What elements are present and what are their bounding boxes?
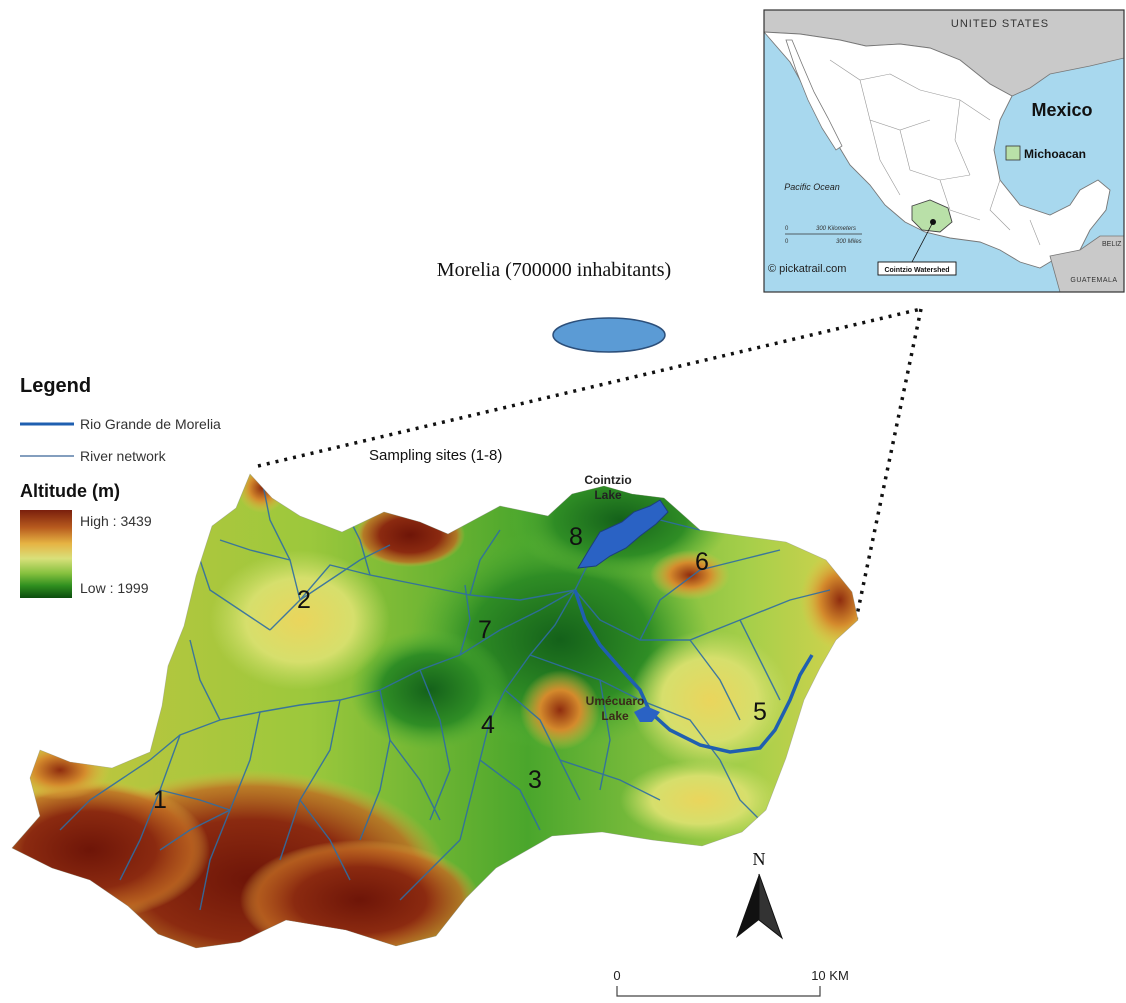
legend-altitude-ramp [20,510,72,598]
mexico-inset-map: UNITED STATES Mexico Michoacan Pacific O… [763,9,1125,293]
legend-river-network-label: River network [80,448,167,464]
inset-united-states-label: UNITED STATES [951,18,1049,30]
scale-start-label: 0 [613,968,620,983]
site-label-8: 8 [569,523,583,551]
cointzio-lake-label-line1: Cointzio [584,473,631,487]
inset-watershed-label: Cointzio Watershed [884,267,949,274]
site-label-5: 5 [753,698,767,726]
legend-low-label: Low : 1999 [80,580,149,596]
umecuaro-lake [634,706,660,722]
umecuaro-lake-label-line1: Umécuaro [586,694,645,708]
connector-line-right [854,308,923,621]
inset-scale-km: 300 Kilometers [816,226,856,232]
inset-michoacan-label: Michoacan [1024,147,1086,161]
umecuaro-lake-label-line2: Lake [601,709,629,723]
scale-bar: 0 10 KM [613,968,849,997]
site-label-2: 2 [297,586,311,614]
inset-michoacan-swatch [1005,145,1021,161]
north-label: N [753,849,766,869]
legend-altitude-title: Altitude (m) [20,481,120,501]
inset-guatemala-label: GUATEMALA [1070,277,1117,284]
north-arrow: N [736,849,784,940]
legend: Legend Rio Grande de Morelia River netwo… [20,375,221,598]
site-label-3: 3 [528,766,542,794]
morelia-label: Morelia (700000 inhabitants) [437,259,671,281]
inset-baja-california [785,39,843,151]
inset-michoacan-state [911,199,953,233]
inset-scale-mi: 300 Miles [836,239,862,245]
cointzio-lake-label-line2: Lake [594,488,622,502]
rio-grande-de-morelia [573,589,814,754]
legend-high-label: High : 3439 [80,513,152,529]
scale-end-label: 10 KM [811,968,849,983]
inset-scale-zero-2: 0 [785,239,789,245]
legend-title: Legend [20,375,91,397]
inset-watershed-box [877,261,957,276]
site-label-7: 7 [478,616,492,644]
inset-belize-label: BELIZ [1102,241,1122,248]
inset-scale-zero-1: 0 [785,226,789,232]
inset-guatemala-land [1049,235,1124,292]
inset-mexico-label: Mexico [1031,100,1092,120]
legend-rio-grande-label: Rio Grande de Morelia [80,416,221,432]
connector-line-left [257,307,922,468]
site-label-1: 1 [153,786,167,814]
inset-state-borders [829,59,1041,246]
inset-pacific-ocean-label: Pacific Ocean [784,182,840,192]
inset-mexico-land [764,31,1111,269]
river-network [59,479,831,911]
cointzio-lake [577,499,669,569]
inset-credit: © pickatrail.com [768,263,846,275]
site-label-6: 6 [695,548,709,576]
site-label-4: 4 [481,711,495,739]
sampling-sites-note: Sampling sites (1-8) [369,447,502,464]
morelia-city-marker [552,317,666,353]
